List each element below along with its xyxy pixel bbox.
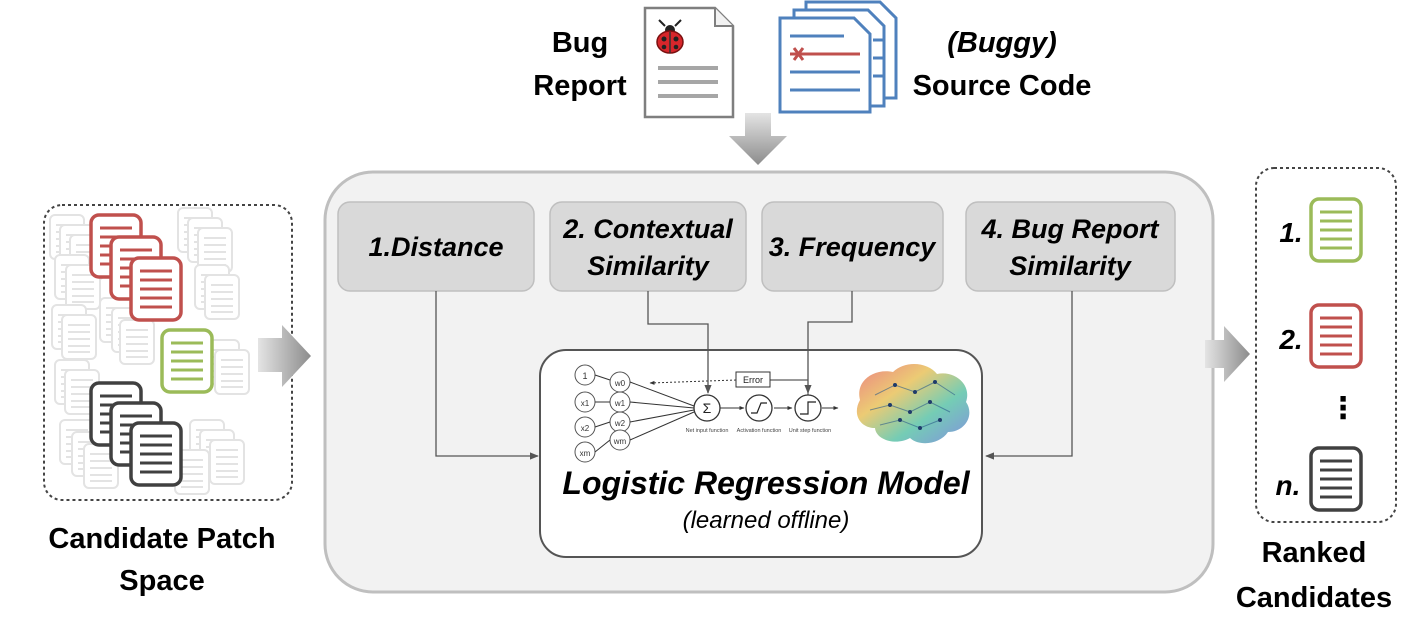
feature-box-distance: 1.Distance bbox=[337, 201, 535, 292]
perceptron-activation-label: Activation function bbox=[737, 428, 782, 434]
left-to-main-arrow bbox=[258, 325, 311, 387]
input-down-arrow bbox=[729, 113, 787, 165]
rank-2-label: 2. bbox=[1278, 324, 1302, 355]
bug-report-input: Bug Report bbox=[533, 6, 735, 119]
connector-contextual bbox=[647, 291, 712, 394]
main-to-right-arrow bbox=[1205, 326, 1250, 382]
candidate-patch-space-caption-line1: Candidate Patch bbox=[48, 523, 275, 555]
feature-connectors bbox=[435, 291, 1073, 460]
connector-bugreport bbox=[985, 291, 1073, 460]
candidate-patch-space-caption-line2: Space bbox=[119, 565, 204, 597]
rank-1-label: 1. bbox=[1279, 217, 1302, 248]
bug-report-label-line2: Report bbox=[533, 70, 627, 102]
source-code-document-icon bbox=[778, 0, 898, 114]
feature-bugreport-label-line1: 4. Bug Report bbox=[980, 214, 1159, 244]
feature-bugreport-label-line2: Similarity bbox=[1009, 251, 1133, 281]
feature-box-bug-report-similarity: 4. Bug Report Similarity bbox=[965, 201, 1176, 292]
green-patch-icon bbox=[160, 328, 214, 394]
ranked-candidates-caption-line2: Candidates bbox=[1236, 582, 1392, 614]
perceptron-sum-symbol: Σ bbox=[703, 400, 712, 416]
perceptron-input-2: x2 bbox=[581, 424, 590, 433]
rank-ellipsis: ⋮ bbox=[1328, 392, 1358, 425]
feature-box-contextual-similarity: 2. Contextual Similarity bbox=[549, 201, 747, 292]
perceptron-weight-2: w2 bbox=[614, 419, 626, 428]
feature-frequency-label: 3. Frequency bbox=[769, 232, 938, 262]
feature-distance-label: 1.Distance bbox=[368, 232, 503, 262]
feature-contextual-label-line1: 2. Contextual bbox=[562, 214, 733, 244]
rank-1-patch-icon bbox=[1309, 197, 1363, 263]
bug-report-document-icon bbox=[643, 6, 735, 119]
rank-2-patch-icon bbox=[1309, 303, 1363, 369]
perceptron-weight-0: w0 bbox=[614, 379, 626, 388]
source-code-label-line1: (Buggy) bbox=[947, 27, 1057, 59]
brain-icon bbox=[856, 363, 970, 444]
perceptron-weight-1: w1 bbox=[614, 399, 626, 408]
source-code-label-line2: Source Code bbox=[913, 70, 1092, 102]
rank-n-patch-icon bbox=[1309, 446, 1363, 512]
connector-frequency bbox=[804, 291, 853, 394]
connector-distance bbox=[435, 291, 539, 460]
candidate-patch-space-panel bbox=[43, 204, 293, 501]
feature-box-frequency: 3. Frequency bbox=[761, 201, 944, 292]
rank-n-label: n. bbox=[1276, 470, 1301, 501]
perceptron-input-1: x1 bbox=[581, 399, 590, 408]
perceptron-step-label: Unit step function bbox=[789, 428, 832, 434]
model-subtitle: (learned offline) bbox=[683, 507, 850, 534]
perceptron-net-input-label: Net input function bbox=[686, 428, 729, 434]
perceptron-input-m: xm bbox=[580, 449, 591, 458]
ladybug-icon bbox=[656, 19, 684, 54]
perceptron-error-label: Error bbox=[743, 375, 763, 385]
feature-contextual-label-line2: Similarity bbox=[587, 251, 711, 281]
source-code-input: (Buggy) Source Code bbox=[778, 0, 1092, 114]
model-title: Logistic Regression Model bbox=[562, 465, 970, 501]
perceptron-bias-label: 1 bbox=[582, 371, 587, 381]
perceptron-weight-m: wm bbox=[613, 437, 627, 446]
bug-report-label-line1: Bug bbox=[552, 27, 608, 59]
ranked-candidates-caption-line1: Ranked bbox=[1262, 537, 1367, 569]
ranked-candidates-panel: 1. 2. ⋮ n. bbox=[1255, 167, 1397, 523]
